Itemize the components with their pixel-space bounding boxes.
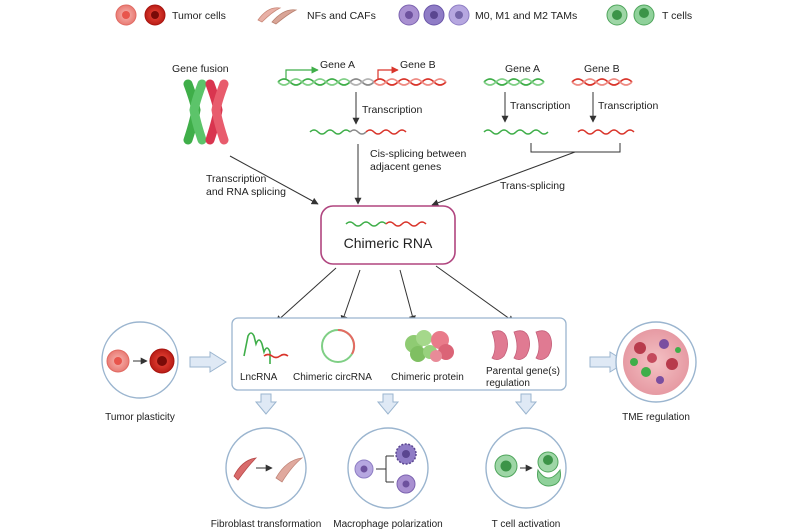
t-cell-icon [606,4,655,26]
trans-rna-b [577,129,635,135]
trans-bracket [530,143,621,153]
circrna-icon [321,328,356,363]
tumor-cell-icon [115,4,166,26]
lncrna-label: LncRNA [240,372,278,383]
parental-label-2: regulation [486,378,530,389]
protein-icon [405,330,454,362]
transcription-splicing-label-2: and RNA splicing [206,186,286,198]
macrophage-polarization-icon [354,443,417,494]
macrophage-label: Macrophage polarization [333,519,443,530]
circrna-label: Chimeric circRNA [293,372,372,383]
cis-transcription-label: Transcription [362,104,422,116]
lncrna-icon [243,332,289,364]
cis-gene-b-label: Gene B [400,59,436,71]
transcription-splicing-label-1: Transcription [206,173,266,185]
legend-tumor-cells: Tumor cells [172,10,226,22]
trans-dna-helix-a [483,78,545,86]
cis-dna-helix [277,78,447,86]
tumor-transition-icon [106,348,175,374]
block-arrow-down-tcell [514,393,538,415]
arrow-to-parental [435,265,515,323]
t-cell-activation-icon [494,451,561,487]
legend-t-cells: T cells [662,10,692,22]
t-cell-label: T cell activation [492,519,561,530]
block-arrow-down-macrophage [376,393,400,415]
trans-gene-a-label: Gene A [505,63,540,75]
block-arrow-down-fibroblast [254,393,278,415]
forms-box [231,317,567,391]
arrow-to-protein [399,269,416,323]
arrow-gene-fusion [229,155,319,205]
legend-tams: M0, M1 and M2 TAMs [475,10,577,22]
trans-splicing-label: Trans-splicing [500,180,565,192]
tumor-plasticity-circle [101,321,179,399]
arrow-trans-splicing [431,151,576,207]
legend: Tumor cells NFs and CAFs M0, M1 and M2 T… [115,4,692,26]
legend-nfs-cafs: NFs and CAFs [307,10,376,22]
fibroblast-transition-icon [233,457,304,483]
cis-splicing-label-1: Cis-splicing between [370,148,466,160]
block-arrow-left [189,351,227,373]
arrow-to-circrna [340,269,361,323]
trans-transcription-a-label: Transcription [510,100,570,112]
protein-label: Chimeric protein [391,372,464,383]
cis-gene-b-arrow [377,66,399,80]
cis-gene-a-arrow [285,66,319,80]
parental-label-1: Parental gene(s) [486,366,560,377]
parental-gene-icon [491,330,552,360]
tme-icon [623,329,689,395]
trans-dna-helix-b [571,78,633,86]
tumor-plasticity-label: Tumor plasticity [105,412,175,423]
cis-splicing-label-2: adjacent genes [370,161,441,173]
fibroblast-icon [257,7,298,25]
chromosome-icon [183,79,229,145]
chimeric-rna-strand [345,221,427,227]
cis-rna-strand [309,129,407,135]
tme-label: TME regulation [622,412,690,423]
chimeric-rna-box [320,205,456,265]
chimeric-rna-title: Chimeric RNA [344,235,433,251]
trans-gene-b-label: Gene B [584,63,620,75]
macrophage-icon [398,4,470,26]
fibroblast-label: Fibroblast transformation [211,519,322,530]
cis-gene-a-label: Gene A [320,59,355,71]
arrow-to-lncrna [275,267,337,323]
gene-fusion-label: Gene fusion [172,63,229,75]
trans-rna-a [483,129,549,135]
trans-transcription-b-label: Transcription [598,100,658,112]
